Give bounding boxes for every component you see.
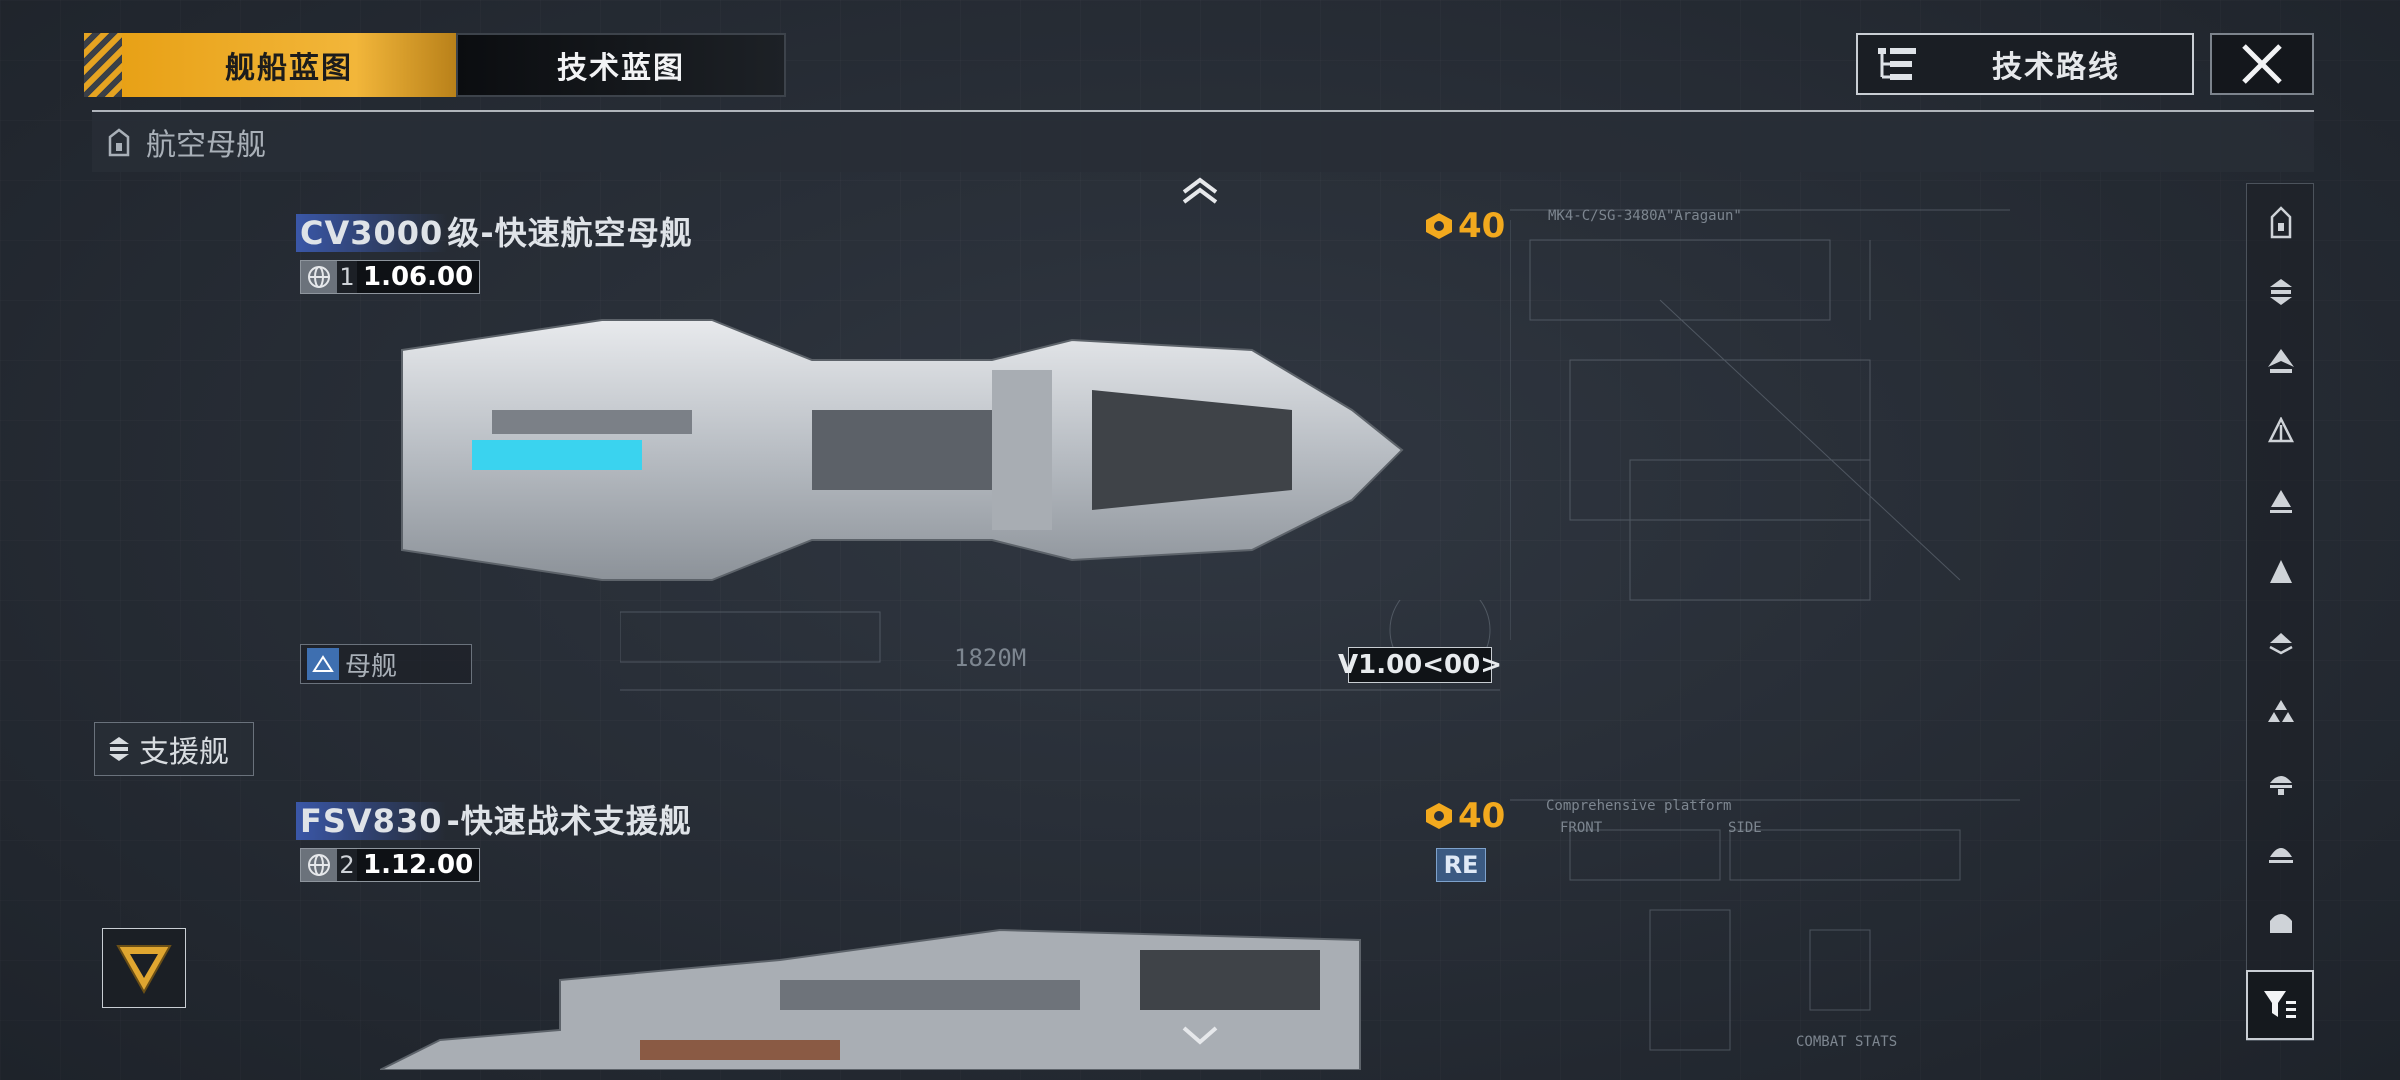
- ship-length-label: 1820M: [954, 644, 1027, 672]
- ship-1-version: 1.06.00: [357, 261, 480, 293]
- tab-ship-blueprint[interactable]: 舰船蓝图: [122, 33, 456, 97]
- category-header-carrier: 航空母舰: [92, 112, 2314, 172]
- blueprint-label-front: FRONT: [1560, 820, 1603, 836]
- rail-dome-icon[interactable]: [2257, 828, 2305, 876]
- support-category-icon: [109, 737, 129, 761]
- rail-corvette-icon[interactable]: [2257, 548, 2305, 596]
- rail-frigate-icon[interactable]: [2257, 478, 2305, 526]
- ship-2-code: FSV830: [296, 802, 447, 840]
- rail-station-icon[interactable]: [2257, 758, 2305, 806]
- rail-shield-icon[interactable]: [2257, 898, 2305, 946]
- globe-icon: [301, 261, 337, 293]
- close-button[interactable]: [2210, 33, 2314, 95]
- rail-cluster-icon[interactable]: [2257, 688, 2305, 736]
- category-header-support: 支援舰: [94, 722, 254, 776]
- ship-1-model[interactable]: [392, 300, 1412, 600]
- ship-1-cost-value: 40: [1458, 206, 1506, 246]
- filter-button[interactable]: [2246, 970, 2314, 1040]
- blueprint-title-1: MK4-C/SG-3480A"Aragaun": [1548, 208, 1742, 224]
- triangle-emblem-icon: [116, 945, 172, 995]
- rail-destroyer-icon[interactable]: [2257, 408, 2305, 456]
- ship-category-rail: [2246, 183, 2314, 1041]
- ship-2-cost: 40: [1424, 796, 1505, 836]
- ship-2-title: -快速战术支援舰: [446, 802, 692, 840]
- ship-2-version: 1.12.00: [357, 849, 480, 881]
- ship-1-tier: 1: [339, 263, 355, 291]
- ship-1-cost: 40: [1424, 206, 1505, 246]
- tab-tech-blueprint[interactable]: 技术蓝图: [456, 33, 786, 97]
- faction-emblem-button[interactable]: [102, 928, 186, 1008]
- ship-1-version-tag: V1.00<00>: [1338, 647, 1502, 683]
- ship-2-tier-badge: 2 1.12.00: [300, 848, 481, 882]
- globe-icon: [301, 849, 337, 881]
- rail-cruiser-icon[interactable]: [2257, 338, 2305, 386]
- blueprint-title-2: Comprehensive platform: [1546, 798, 1732, 814]
- ship-1-tier-badge: 1 1.06.00: [300, 260, 481, 294]
- cost-icon: [1426, 213, 1452, 239]
- cost-icon: [1426, 803, 1452, 829]
- tech-tree-icon: [1878, 48, 1916, 80]
- ship-2-model[interactable]: [380, 920, 1380, 1070]
- scroll-up-chevron-icon[interactable]: [1180, 176, 1220, 206]
- scroll-down-chevron-icon[interactable]: [1180, 1020, 1220, 1050]
- ship-2-cost-value: 40: [1458, 796, 1506, 836]
- ship-2-re-tag: RE: [1436, 848, 1486, 882]
- tab-accent-hatch: [84, 33, 122, 97]
- tech-route-label: 技术路线: [1992, 50, 2120, 85]
- blueprint-decoration-right-top: [1510, 209, 2010, 640]
- support-header-label: 支援舰: [139, 735, 229, 770]
- rail-platform-icon[interactable]: [2257, 618, 2305, 666]
- ship-2-tier: 2: [339, 851, 355, 879]
- ship-1-type-label: 母舰: [345, 651, 398, 682]
- tech-route-button[interactable]: 技术路线: [1856, 33, 2194, 95]
- ship-1-type-tag: 母舰: [300, 644, 472, 684]
- rail-support-icon[interactable]: [2257, 268, 2305, 316]
- ship-1-title: 级-快速航空母舰: [447, 214, 693, 252]
- ship-2-name[interactable]: FSV830-快速战术支援舰: [296, 796, 692, 842]
- blueprint-label-combat-stats: COMBAT STATS: [1796, 1034, 1898, 1050]
- mothership-type-icon: [307, 648, 339, 680]
- carrier-category-icon: [108, 128, 130, 157]
- category-header-label: 航空母舰: [146, 128, 266, 163]
- blueprint-decoration-right-bottom: [1510, 799, 2020, 1051]
- header-divider: [92, 110, 2314, 112]
- blueprint-label-side: SIDE: [1728, 820, 1762, 836]
- filter-icon: [2264, 991, 2296, 1018]
- close-icon: [2242, 44, 2282, 84]
- ship-1-code: CV3000: [296, 214, 448, 252]
- rail-carrier-icon[interactable]: [2257, 198, 2305, 246]
